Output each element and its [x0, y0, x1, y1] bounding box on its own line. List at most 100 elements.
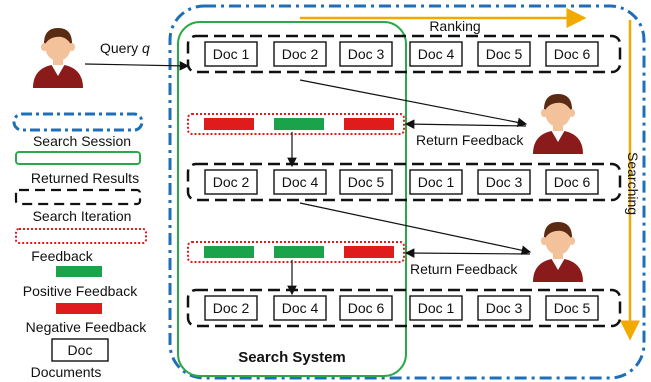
- document-label: Doc 6: [554, 174, 591, 190]
- negative-feedback-bar: [344, 246, 394, 258]
- document-frame: [339, 41, 393, 67]
- document-label: Doc 4: [282, 174, 319, 190]
- document-frame: [409, 295, 463, 321]
- return-feedback-label-1: Return Feedback: [416, 132, 524, 148]
- document-box: Doc 1: [409, 169, 463, 195]
- ranking-label: Ranking: [429, 18, 480, 34]
- document-label: Doc 3: [486, 300, 523, 316]
- legend-search-iteration-swatch: [14, 188, 142, 206]
- document-box: Doc 4: [273, 295, 327, 321]
- legend-documents-label: Documents: [31, 364, 102, 380]
- document-box: Doc 6: [339, 295, 393, 321]
- feedback-row: [187, 113, 405, 135]
- document-frame: [204, 41, 258, 67]
- doc4-to-user2-arrow: [299, 202, 532, 255]
- document-label: Doc 6: [554, 46, 591, 62]
- searching-label: Searching: [625, 152, 641, 215]
- legend: Search Session Returned Results Search I…: [12, 112, 148, 380]
- negative-feedback-bar: [344, 118, 394, 130]
- document-label: Doc 2: [282, 46, 319, 62]
- document-frame: [409, 169, 463, 195]
- document-box: Doc 4: [409, 41, 463, 67]
- legend-feedback-swatch: [15, 228, 147, 244]
- document-label: Doc 5: [348, 174, 385, 190]
- document-frame: [409, 41, 463, 67]
- search-session-boundary: [168, 4, 646, 380]
- document-box: Doc 2: [204, 169, 258, 195]
- positive-feedback-bar: [274, 118, 324, 130]
- document-box: Doc 5: [477, 41, 531, 67]
- document-label: Doc 5: [554, 300, 591, 316]
- negative-feedback-bar: [204, 118, 254, 130]
- document-label: Doc 3: [486, 174, 523, 190]
- legend-returned-results-label: Returned Results: [31, 170, 139, 186]
- user-avatar-feedback-2-icon: [533, 222, 583, 282]
- legend-doc-swatch: [51, 338, 109, 362]
- legend-negative-feedback-label: Negative Feedback: [26, 319, 148, 335]
- legend-returned-results-swatch: [15, 151, 141, 165]
- search-iteration-frame: [186, 288, 622, 328]
- user-avatar-query-icon: [33, 28, 83, 88]
- document-box: Doc 1: [204, 41, 258, 67]
- document-label: Doc 6: [348, 300, 385, 316]
- document-frame: [204, 169, 258, 195]
- document-box: Doc 5: [339, 169, 393, 195]
- document-label: Doc 1: [418, 300, 455, 316]
- document-box: Doc 6: [545, 169, 599, 195]
- document-box: Doc 1: [409, 295, 463, 321]
- document-box: Doc 3: [477, 295, 531, 321]
- document-label: Doc 4: [418, 46, 455, 62]
- legend-positive-feedback-label: Positive Feedback: [23, 283, 138, 299]
- query-label: Query q: [100, 40, 150, 56]
- doc2-to-user1-arrow: [299, 79, 528, 128]
- return-feedback-label-2: Return Feedback: [410, 261, 518, 277]
- search-iteration-row: Doc 2 Doc 4 Doc 5 Doc 1 Doc 3 Doc 6: [186, 162, 622, 202]
- legend-positive-feedback-swatch: [56, 266, 102, 277]
- document-label: Doc 2: [213, 174, 250, 190]
- document-label: Doc 2: [213, 300, 250, 316]
- legend-negative-feedback-swatch: [56, 303, 102, 314]
- document-frame: [545, 169, 599, 195]
- document-frame: [273, 169, 327, 195]
- return-feedback-arrow-2: [404, 248, 531, 258]
- legend-search-session-label: Search Session: [33, 133, 131, 149]
- document-label: Doc 5: [486, 46, 523, 62]
- document-box: Doc 3: [477, 169, 531, 195]
- document-frame: [477, 295, 531, 321]
- document-label: Doc 4: [282, 300, 319, 316]
- feedback-frame: [187, 113, 405, 135]
- search-iteration-row: Doc 1 Doc 2 Doc 3 Doc 4 Doc 5 Doc 6: [186, 34, 622, 74]
- document-frame: [273, 41, 327, 67]
- positive-feedback-bar: [204, 246, 254, 258]
- search-system-label: Search System: [238, 349, 346, 366]
- search-iteration-row: Doc 2 Doc 4 Doc 6 Doc 1 Doc 3 Doc 5: [186, 288, 622, 328]
- document-frame: [339, 295, 393, 321]
- positive-feedback-bar: [274, 246, 324, 258]
- legend-search-iteration-label: Search Iteration: [33, 208, 132, 224]
- document-frame: [204, 295, 258, 321]
- document-label: Doc 3: [348, 46, 385, 62]
- document-frame: [545, 295, 599, 321]
- feedback-row: [187, 241, 405, 263]
- document-frame: [339, 169, 393, 195]
- search-iteration-frame: [186, 34, 622, 74]
- document-frame: [545, 41, 599, 67]
- document-box: Doc 5: [545, 295, 599, 321]
- legend-search-session-swatch: [12, 112, 144, 132]
- document-label: Doc 1: [213, 46, 250, 62]
- document-box: Doc 4: [273, 169, 327, 195]
- document-box: Doc 2: [273, 41, 327, 67]
- document-frame: [273, 295, 327, 321]
- document-frame: [477, 169, 531, 195]
- query-arrow: [84, 61, 190, 71]
- document-box: Doc 3: [339, 41, 393, 67]
- legend-doc-label: Doc: [68, 342, 93, 358]
- document-label: Doc 1: [418, 174, 455, 190]
- search-iteration-frame: [186, 162, 622, 202]
- user-avatar-feedback-1-icon: [533, 94, 583, 154]
- feedback-frame: [187, 241, 405, 263]
- document-frame: [477, 41, 531, 67]
- document-box: Doc 6: [545, 41, 599, 67]
- return-feedback-arrow-1: [404, 119, 527, 129]
